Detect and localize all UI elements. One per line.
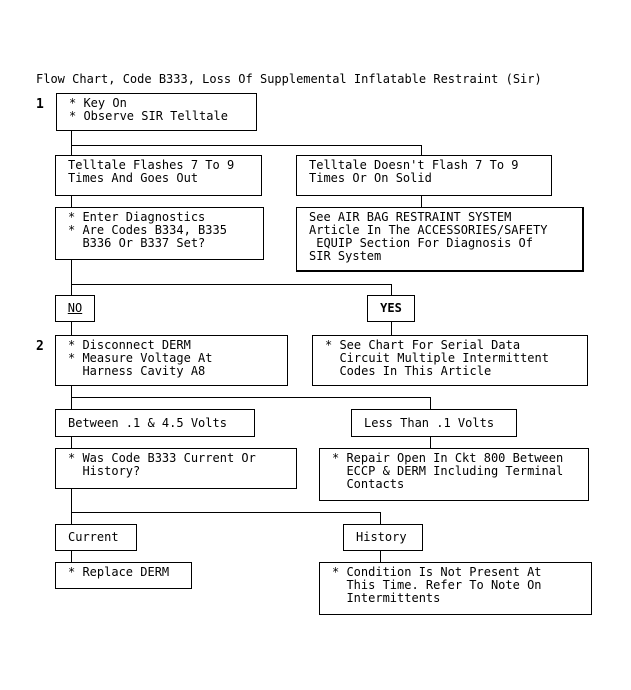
code-current-history-box: * Was Code B333 Current Or History? (55, 448, 297, 489)
step-number-1: 1 (36, 97, 44, 112)
condition-not-present-box: * Condition Is Not Present At This Time.… (319, 562, 592, 615)
step-number-2: 2 (36, 339, 44, 354)
connector (430, 436, 431, 449)
serial-data-chart-box: * See Chart For Serial Data Circuit Mult… (312, 335, 588, 386)
connector (71, 284, 392, 285)
connector (71, 436, 72, 449)
connector (380, 550, 381, 563)
connector (391, 284, 392, 295)
step1-box: * Key On * Observe SIR Telltale (56, 93, 257, 131)
connector (421, 195, 422, 208)
yes-label: YES (367, 295, 415, 322)
connector (71, 195, 72, 208)
connector (71, 145, 72, 156)
airbag-reference-box: See AIR BAG RESTRAINT SYSTEM Article In … (296, 207, 584, 272)
telltale-no-flash-box: Telltale Doesn't Flash 7 To 9 Times Or O… (296, 155, 552, 196)
enter-diagnostics-box: * Enter Diagnostics * Are Codes B334, B3… (55, 207, 264, 260)
connector (71, 488, 72, 525)
telltale-flashes-box: Telltale Flashes 7 To 9 Times And Goes O… (55, 155, 262, 196)
chart-title: Flow Chart, Code B333, Loss Of Supplemen… (36, 72, 542, 86)
history-box: History (343, 524, 423, 551)
replace-derm-box: * Replace DERM (55, 562, 192, 589)
connector (380, 512, 381, 525)
no-label: NO (55, 295, 95, 322)
connector (71, 512, 381, 513)
connector (71, 145, 422, 146)
connector (71, 397, 431, 398)
connector (421, 145, 422, 156)
connector (391, 321, 392, 336)
connector (71, 321, 72, 336)
connector (71, 259, 72, 295)
connector (71, 130, 72, 145)
current-box: Current (55, 524, 137, 551)
connector (71, 550, 72, 563)
disconnect-derm-box: * Disconnect DERM * Measure Voltage At H… (55, 335, 288, 386)
between-volts-box: Between .1 & 4.5 Volts (55, 409, 255, 437)
repair-open-ckt-box: * Repair Open In Ckt 800 Between ECCP & … (319, 448, 589, 501)
connector (430, 397, 431, 410)
less-than-volts-box: Less Than .1 Volts (351, 409, 517, 437)
